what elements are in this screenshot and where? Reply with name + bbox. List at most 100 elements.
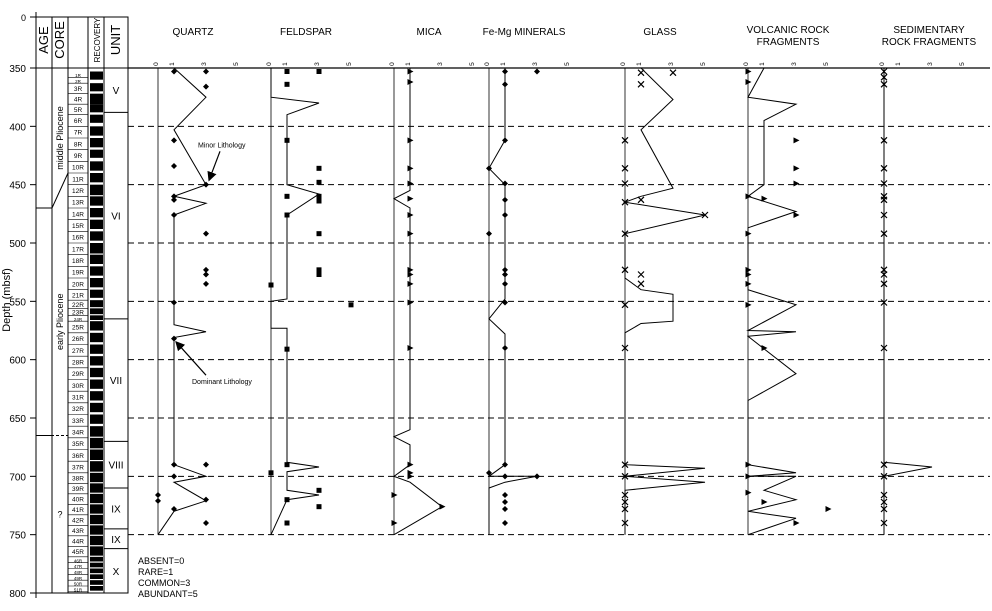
core-label: 19R bbox=[72, 270, 84, 277]
panel-title: FELDSPAR bbox=[280, 27, 332, 38]
data-point-triangle bbox=[407, 180, 414, 187]
core-label: 8R bbox=[74, 141, 83, 148]
strip-header: AGE bbox=[36, 26, 51, 54]
legend-entry: ABSENT=0 bbox=[138, 556, 184, 566]
data-point-diamond bbox=[486, 165, 492, 172]
data-point-x bbox=[880, 280, 888, 288]
legend-entry: RARE=1 bbox=[138, 567, 173, 577]
strip-header: UNIT bbox=[108, 25, 123, 55]
x-tick-label: 0 bbox=[389, 62, 396, 66]
recovery-block bbox=[90, 289, 103, 298]
data-point-triangle bbox=[407, 137, 414, 144]
data-point-diamond bbox=[203, 68, 209, 75]
unit-label: VIII bbox=[108, 461, 123, 472]
data-point-diamond bbox=[534, 473, 540, 480]
data-point-triangle bbox=[407, 299, 414, 306]
data-point-triangle bbox=[407, 195, 414, 202]
data-point-triangle bbox=[391, 492, 398, 498]
data-point-diamond bbox=[203, 83, 209, 90]
data-point-diamond bbox=[171, 196, 177, 203]
data-point-square bbox=[284, 193, 290, 199]
data-point-x bbox=[621, 164, 629, 172]
abundance-line bbox=[487, 67, 538, 535]
data-point-square bbox=[316, 198, 322, 204]
recovery-block bbox=[90, 472, 103, 483]
recovery-block bbox=[90, 266, 103, 276]
data-point-triangle bbox=[407, 280, 414, 287]
data-point-diamond bbox=[171, 461, 177, 468]
recovery-block bbox=[90, 114, 103, 123]
data-point-x bbox=[621, 461, 629, 469]
data-point-diamond bbox=[502, 299, 508, 306]
age-label: ? bbox=[57, 509, 62, 519]
unit-label: IX bbox=[111, 535, 121, 546]
data-point-square bbox=[316, 267, 322, 273]
core-label: 6R bbox=[74, 118, 83, 125]
data-point-diamond bbox=[171, 212, 177, 218]
data-point-diamond bbox=[171, 299, 177, 306]
data-point-triangle bbox=[793, 165, 800, 172]
data-point-diamond bbox=[502, 68, 508, 75]
x-tick-label: 1 bbox=[636, 62, 643, 66]
data-point-x bbox=[880, 498, 888, 506]
recovery-block bbox=[90, 580, 103, 585]
data-point-x bbox=[621, 505, 629, 513]
age-boundary-slant bbox=[51, 172, 69, 209]
recovery-block bbox=[90, 574, 103, 579]
core-label: 34R bbox=[72, 430, 84, 437]
recovery-block bbox=[90, 449, 103, 460]
recovery-block bbox=[90, 493, 103, 504]
x-tick-label: 0 bbox=[879, 62, 886, 66]
unit-label: IX bbox=[111, 504, 121, 515]
legend-entry: COMMON=3 bbox=[138, 578, 190, 588]
recovery-block bbox=[90, 483, 103, 493]
data-point-triangle bbox=[761, 345, 768, 351]
recovery-block bbox=[90, 149, 103, 158]
recovery-block bbox=[90, 535, 103, 546]
core-label: 13R bbox=[72, 200, 84, 207]
unit-label: VII bbox=[110, 376, 122, 387]
data-point-triangle bbox=[761, 499, 768, 505]
x-tick-label: 5 bbox=[959, 62, 966, 66]
y-tick-label: 400 bbox=[9, 122, 26, 133]
data-point-diamond bbox=[171, 163, 177, 169]
core-label: 44R bbox=[72, 539, 84, 546]
data-point-x bbox=[637, 80, 645, 88]
core-label: 40R bbox=[72, 497, 84, 504]
data-point-x bbox=[637, 280, 645, 288]
data-point-triangle bbox=[745, 461, 752, 468]
data-point-diamond bbox=[171, 335, 177, 342]
data-point-triangle bbox=[407, 271, 414, 278]
data-point-square bbox=[284, 520, 290, 526]
core-label: 26R bbox=[72, 336, 84, 343]
core-label: 15R bbox=[72, 223, 84, 230]
data-point-triangle bbox=[745, 68, 752, 75]
data-point-x bbox=[880, 80, 888, 88]
recovery-block bbox=[90, 315, 103, 320]
data-point-triangle bbox=[745, 280, 752, 287]
recovery-block bbox=[90, 525, 103, 535]
data-point-diamond bbox=[171, 137, 177, 144]
data-point-triangle bbox=[439, 503, 446, 510]
data-point-square bbox=[284, 346, 290, 352]
recovery-block bbox=[90, 254, 103, 264]
abundance-line bbox=[392, 67, 443, 536]
x-tick-label: 1 bbox=[169, 62, 176, 66]
data-point-square bbox=[284, 497, 290, 503]
data-point-x bbox=[637, 196, 645, 204]
data-point-x bbox=[621, 344, 629, 352]
data-point-diamond bbox=[502, 345, 508, 351]
recovery-block bbox=[90, 93, 103, 105]
y-tick-label: 450 bbox=[9, 181, 26, 192]
core-label: 31R bbox=[72, 395, 84, 402]
recovery-block bbox=[90, 546, 103, 556]
core-label: 20R bbox=[72, 281, 84, 288]
data-point-x bbox=[880, 271, 888, 278]
x-tick-label: 3 bbox=[532, 62, 539, 66]
core-label: 7R bbox=[74, 130, 83, 137]
